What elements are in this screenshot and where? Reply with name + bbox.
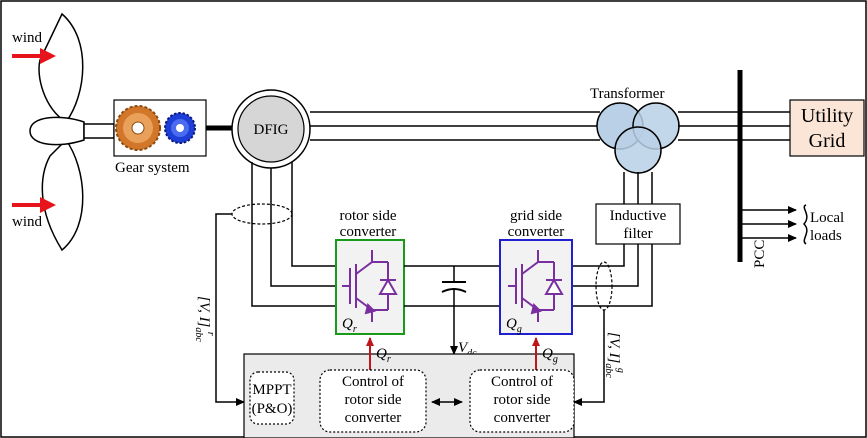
wind-arrowhead-top: [40, 48, 56, 64]
rsc-title-1: rotor side: [339, 208, 396, 224]
gsc-control-label-3: converter: [494, 410, 551, 426]
filter-gsc-lines: [572, 244, 653, 307]
gsc-control-label-2: rotor side: [493, 392, 550, 408]
gsc-q-label: Qg: [506, 316, 522, 335]
rsc-igbt-icon: [342, 250, 398, 322]
rsc-q-label: Qr: [342, 316, 357, 335]
turbine-shaft: [83, 123, 115, 139]
gsc-title-2: converter: [508, 224, 565, 240]
grid-measurement-path: [573, 310, 605, 406]
local-load-arrows: [742, 206, 797, 242]
rsc-title-2: converter: [340, 224, 397, 240]
dc-capacitor-icon: [441, 281, 467, 293]
mppt-box: [249, 371, 295, 425]
utility-grid-box: [789, 99, 865, 157]
stator-lines: [310, 111, 600, 141]
pcc-label: PCC: [752, 240, 768, 268]
rotor-lines: [251, 162, 336, 307]
utility-grid-label-2: Grid: [809, 130, 846, 152]
rsc-control-label-3: converter: [345, 410, 402, 426]
gsc-control-label-1: Control of: [491, 374, 553, 390]
grid-lines: [678, 111, 790, 141]
wind-label-bottom: wind: [12, 214, 43, 230]
local-loads-brace: [802, 204, 808, 245]
rsc-control-box: [319, 369, 427, 433]
mppt-label-1: MPPT: [252, 382, 291, 398]
gear-system-label: Gear system: [115, 160, 190, 176]
rsc-control-label-2: rotor side: [344, 392, 401, 408]
rotor-sensor-ellipse: [231, 203, 293, 225]
transformer-label: Transformer: [590, 86, 664, 102]
qr-signal-label: Qr: [376, 346, 391, 365]
transformer-filter-lines: [623, 172, 653, 204]
dc-link-lines: [404, 265, 500, 307]
wind-label-top: wind: [12, 30, 43, 46]
utility-grid-label-1: Utility: [801, 105, 853, 127]
turbine-blades: [29, 12, 85, 252]
gsc-title-1: grid side: [510, 208, 562, 224]
rsc-control-label-1: Control of: [342, 374, 404, 390]
transformer-icon: [596, 102, 680, 174]
qg-signal-label: Qg: [542, 346, 558, 365]
gsc-igbt-icon: [508, 250, 564, 322]
vi-grid-label: [V, I]abcg: [603, 332, 626, 378]
gsc-control-box: [469, 369, 575, 433]
small-gear-icon: [164, 112, 196, 144]
dfig-machine: [237, 95, 305, 163]
vi-rotor-label: [V, I]abcr: [193, 296, 216, 342]
local-loads-label-1: Local: [810, 210, 844, 226]
mppt-label-2: (P&O): [252, 401, 293, 417]
local-loads-label-2: loads: [810, 228, 842, 244]
large-gear-icon: [115, 105, 161, 151]
inductive-filter-label-2: filter: [623, 226, 652, 242]
rotor-measurement-path: [215, 213, 245, 406]
wind-arrowhead-bottom: [40, 197, 56, 213]
inductive-filter-label-1: Inductive: [610, 208, 667, 224]
dfig-label: DFIG: [253, 122, 288, 138]
